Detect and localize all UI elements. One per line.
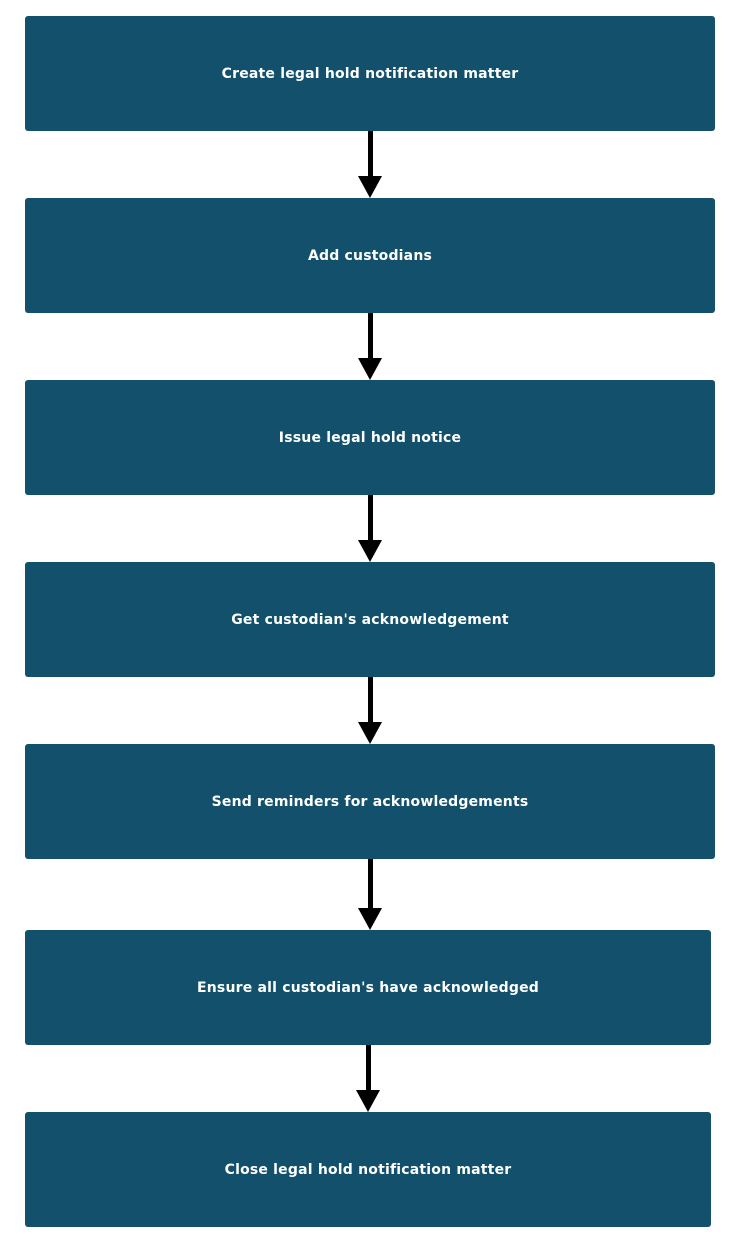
step-close-matter: Close legal hold notification matter bbox=[25, 1112, 711, 1227]
arrow-down-icon bbox=[358, 859, 382, 930]
step-get-acknowledgement: Get custodian's acknowledgement bbox=[25, 562, 715, 677]
arrow-down-icon bbox=[358, 495, 382, 562]
step-create-matter: Create legal hold notification matter bbox=[25, 16, 715, 131]
step-ensure-acknowledged: Ensure all custodian's have acknowledged bbox=[25, 930, 711, 1045]
step-issue-notice: Issue legal hold notice bbox=[25, 380, 715, 495]
step-send-reminders: Send reminders for acknowledgements bbox=[25, 744, 715, 859]
arrow-down-icon bbox=[358, 131, 382, 198]
arrow-down-icon bbox=[356, 1045, 380, 1112]
arrow-down-icon bbox=[358, 677, 382, 744]
step-add-custodians: Add custodians bbox=[25, 198, 715, 313]
arrow-down-icon bbox=[358, 313, 382, 380]
